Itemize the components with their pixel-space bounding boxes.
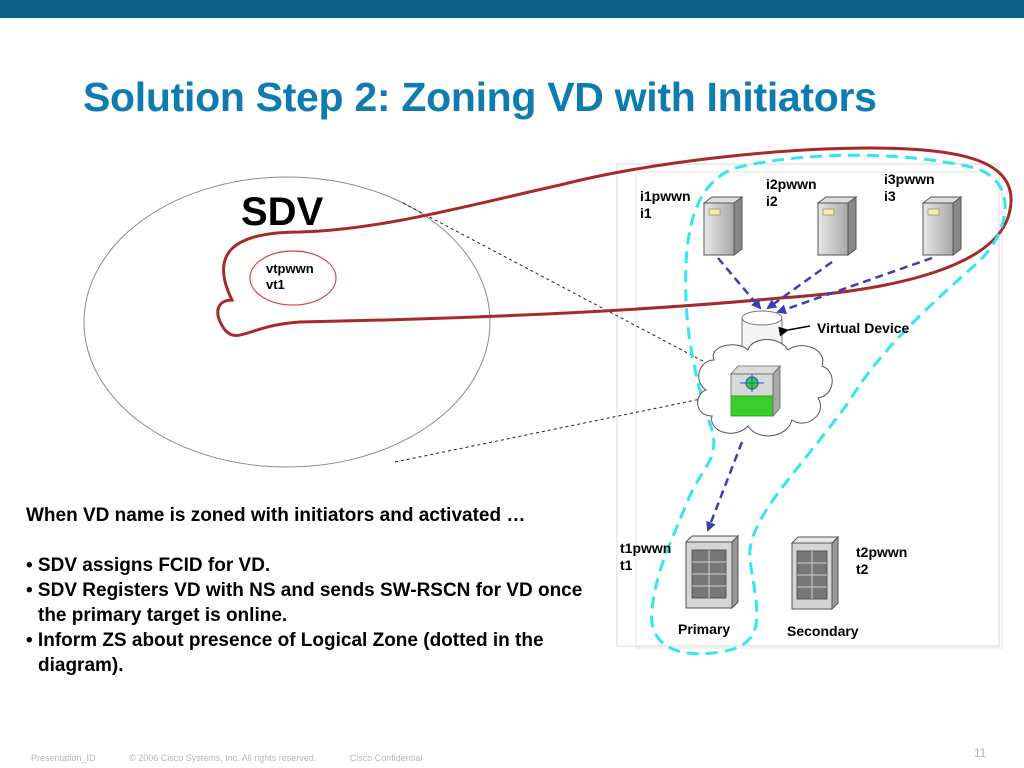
- bullet-item: • Inform ZS about presence of Logical Zo…: [26, 630, 544, 676]
- secondary-label: Secondary: [787, 623, 859, 639]
- server-i2: [816, 196, 858, 256]
- page-number: 11: [974, 746, 987, 760]
- arrow-vd-primary: [706, 441, 744, 532]
- initiator-pwwn: i1pwwn: [640, 188, 691, 204]
- vt1-pwwn: vtpwwn: [266, 261, 314, 276]
- spacer: [26, 528, 606, 553]
- vt1-id: vt1: [266, 277, 285, 292]
- target-id: t1: [620, 557, 633, 573]
- body-intro: When VD name is zoned with initiators an…: [26, 505, 526, 526]
- initiator-pwwn: i3pwwn: [884, 171, 935, 187]
- vt1-ellipse: [249, 250, 337, 306]
- initiator-id: i3: [884, 188, 896, 204]
- footer-copyright: © 2006 Cisco Systems, Inc. All rights re…: [129, 753, 317, 763]
- target-t1-label: t1pwwn t1: [620, 540, 671, 574]
- vt1-label: vtpwwn vt1: [266, 261, 314, 293]
- target-id: t2: [856, 561, 869, 577]
- initiator-id: i1: [640, 205, 652, 221]
- initiator-i1-label: i1pwwn i1: [640, 188, 691, 222]
- arrow-i2-vd: [766, 260, 833, 310]
- target-pwwn: t2pwwn: [856, 544, 908, 560]
- virtual-device-label: Virtual Device: [817, 320, 910, 336]
- initiator-id: i2: [766, 193, 778, 209]
- footer-confidential: Cisco Confidential: [349, 753, 423, 763]
- sdv-label: SDV: [241, 190, 324, 234]
- slide-body: When VD name is zoned with initiators an…: [26, 503, 606, 678]
- server-i1: [702, 196, 744, 256]
- arrow-i1-vd: [717, 257, 762, 310]
- server-i3: [921, 196, 963, 256]
- bullet-item: • SDV Registers VD with NS and sends SW-…: [26, 580, 583, 626]
- slide-title: Solution Step 2: Zoning VD with Initiato…: [83, 74, 877, 120]
- bullet-item: • SDV assigns FCID for VD.: [26, 555, 271, 576]
- target-t2-label: t2pwwn t2: [856, 544, 907, 578]
- initiator-pwwn: i2pwwn: [766, 176, 817, 192]
- projection-line-top: [402, 202, 736, 379]
- storage-t1: [684, 534, 740, 610]
- footer: Presentation_ID © 2006 Cisco Systems, In…: [31, 753, 453, 763]
- target-pwwn: t1pwwn: [620, 540, 672, 556]
- virtual-device-pointer: [778, 325, 811, 337]
- footer-presentation-id: Presentation_ID: [31, 753, 96, 763]
- fabric-frame-inner: [635, 171, 1003, 649]
- header-bar: [0, 0, 1024, 18]
- storage-t2: [790, 535, 840, 611]
- arrow-i3-vd: [776, 256, 933, 315]
- sdv-ellipse: [83, 176, 491, 468]
- initiator-i2-label: i2pwwn i2: [766, 176, 817, 210]
- logical-zone: [650, 153, 1007, 656]
- projection-line-bottom: [394, 391, 736, 463]
- mds-switch: [730, 364, 781, 418]
- initiator-i3-label: i3pwwn i3: [884, 171, 935, 205]
- zone-outline: [216, 146, 1013, 337]
- fabric-frame: [616, 163, 1000, 647]
- primary-label: Primary: [678, 621, 731, 637]
